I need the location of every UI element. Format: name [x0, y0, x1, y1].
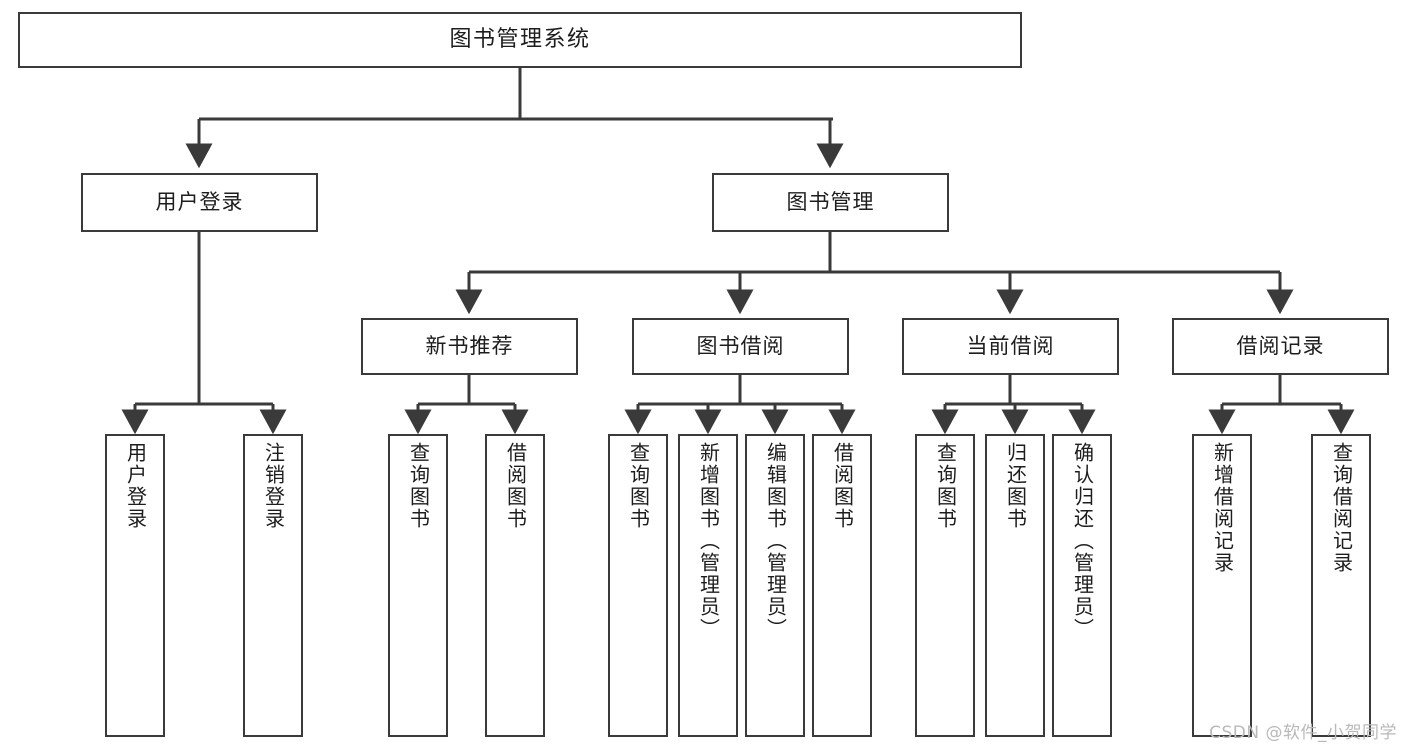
- node-label: 新增图书（管理员）: [696, 442, 721, 640]
- node-label: 归还图书: [1003, 442, 1028, 530]
- leaf-book-borrow-add-book-admin[interactable]: 新增图书（管理员）: [678, 434, 738, 737]
- node-current-borrow[interactable]: 当前借阅: [902, 318, 1119, 375]
- node-label: 用户登录: [123, 442, 148, 530]
- node-label: 借阅记录: [1236, 334, 1325, 359]
- leaf-borrow-record-add-record[interactable]: 新增借阅记录: [1192, 434, 1252, 737]
- leaf-user-login-logout[interactable]: 注销登录: [243, 434, 303, 737]
- node-label: 新书推荐: [425, 334, 514, 359]
- node-label: 确认归还（管理员）: [1070, 442, 1095, 640]
- node-label: 借阅图书: [830, 442, 855, 530]
- node-label: 新增借阅记录: [1210, 442, 1235, 574]
- leaf-book-borrow-edit-book-admin[interactable]: 编辑图书（管理员）: [745, 434, 805, 737]
- node-label: 当前借阅: [966, 334, 1055, 359]
- node-label: 用户登录: [155, 190, 244, 215]
- leaf-current-borrow-query-book[interactable]: 查询图书: [915, 434, 975, 737]
- node-label: 编辑图书（管理员）: [763, 442, 788, 640]
- node-new-book-recommend[interactable]: 新书推荐: [361, 318, 578, 375]
- leaf-user-login-login[interactable]: 用户登录: [105, 434, 165, 737]
- node-root-book-management-system[interactable]: 图书管理系统: [18, 12, 1022, 68]
- node-label: 查询借阅记录: [1329, 442, 1354, 574]
- node-label: 图书管理系统: [449, 27, 591, 53]
- leaf-book-borrow-borrow-book[interactable]: 借阅图书: [812, 434, 872, 737]
- leaf-new-book-query-book[interactable]: 查询图书: [388, 434, 448, 737]
- leaf-borrow-record-query-record[interactable]: 查询借阅记录: [1311, 434, 1371, 737]
- node-label: 查询图书: [626, 442, 651, 530]
- leaf-current-borrow-confirm-return-admin[interactable]: 确认归还（管理员）: [1052, 434, 1112, 737]
- node-borrow-record[interactable]: 借阅记录: [1172, 318, 1389, 375]
- leaf-new-book-borrow-book[interactable]: 借阅图书: [485, 434, 545, 737]
- node-label: 查询图书: [406, 442, 431, 530]
- leaf-book-borrow-query-book[interactable]: 查询图书: [608, 434, 668, 737]
- node-label: 注销登录: [261, 442, 286, 530]
- node-book-borrow[interactable]: 图书借阅: [632, 318, 849, 375]
- watermark-text: CSDN @软件_小贺同学: [1209, 723, 1397, 743]
- leaf-current-borrow-return-book[interactable]: 归还图书: [985, 434, 1045, 737]
- node-label: 图书管理: [786, 190, 875, 215]
- node-book-management[interactable]: 图书管理: [712, 173, 949, 232]
- node-label: 借阅图书: [503, 442, 528, 530]
- node-user-login[interactable]: 用户登录: [81, 173, 318, 232]
- node-label: 图书借阅: [696, 334, 785, 359]
- node-label: 查询图书: [933, 442, 958, 530]
